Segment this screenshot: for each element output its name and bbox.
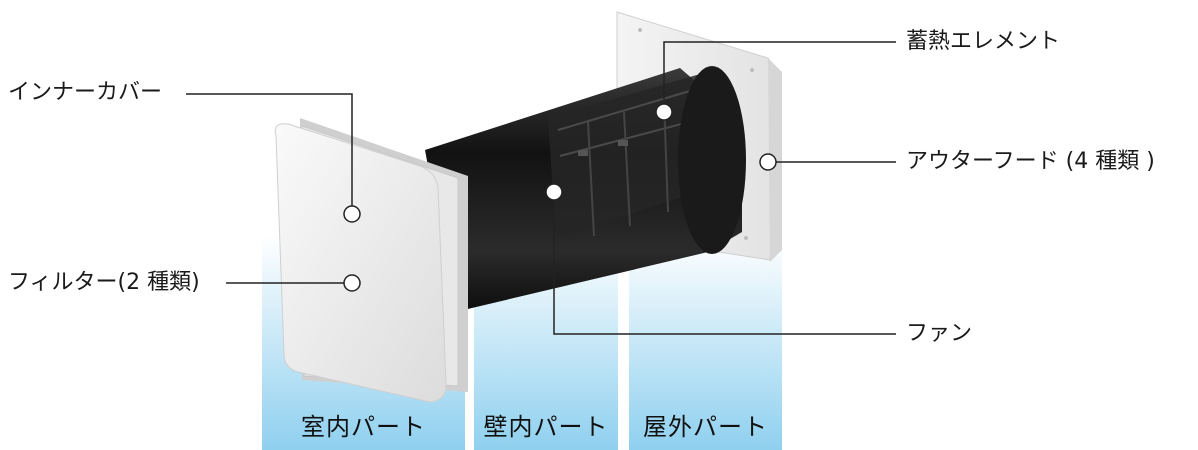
outer-hood-label: アウターフード (4 種類 ) xyxy=(906,149,1155,174)
indoor-section-label: 室内パート xyxy=(301,413,426,441)
filter-label: フィルター(2 種類) xyxy=(8,270,200,295)
inner-cover-leader xyxy=(186,93,353,206)
filter-marker xyxy=(343,274,361,292)
wall-section-label: 壁内パート xyxy=(483,413,609,441)
fan-label: ファン xyxy=(906,321,973,346)
outdoor-section-label: 屋外パート xyxy=(643,413,768,441)
outer-hood-marker xyxy=(759,153,777,171)
inner-cover-label: インナーカバー xyxy=(8,80,163,105)
heat-element-label: 蓄熱エレメント xyxy=(906,29,1061,54)
leader-lines xyxy=(186,41,896,335)
inner-cover-marker xyxy=(343,205,361,223)
fan-leader xyxy=(553,200,896,335)
fan-marker xyxy=(545,183,563,201)
outdoor-section-panel xyxy=(629,236,782,450)
heat-element-marker xyxy=(655,103,673,121)
inner-cover xyxy=(274,118,468,403)
marker-circles xyxy=(343,103,777,292)
heat-element-leader xyxy=(663,41,896,104)
tube-body xyxy=(425,66,746,312)
